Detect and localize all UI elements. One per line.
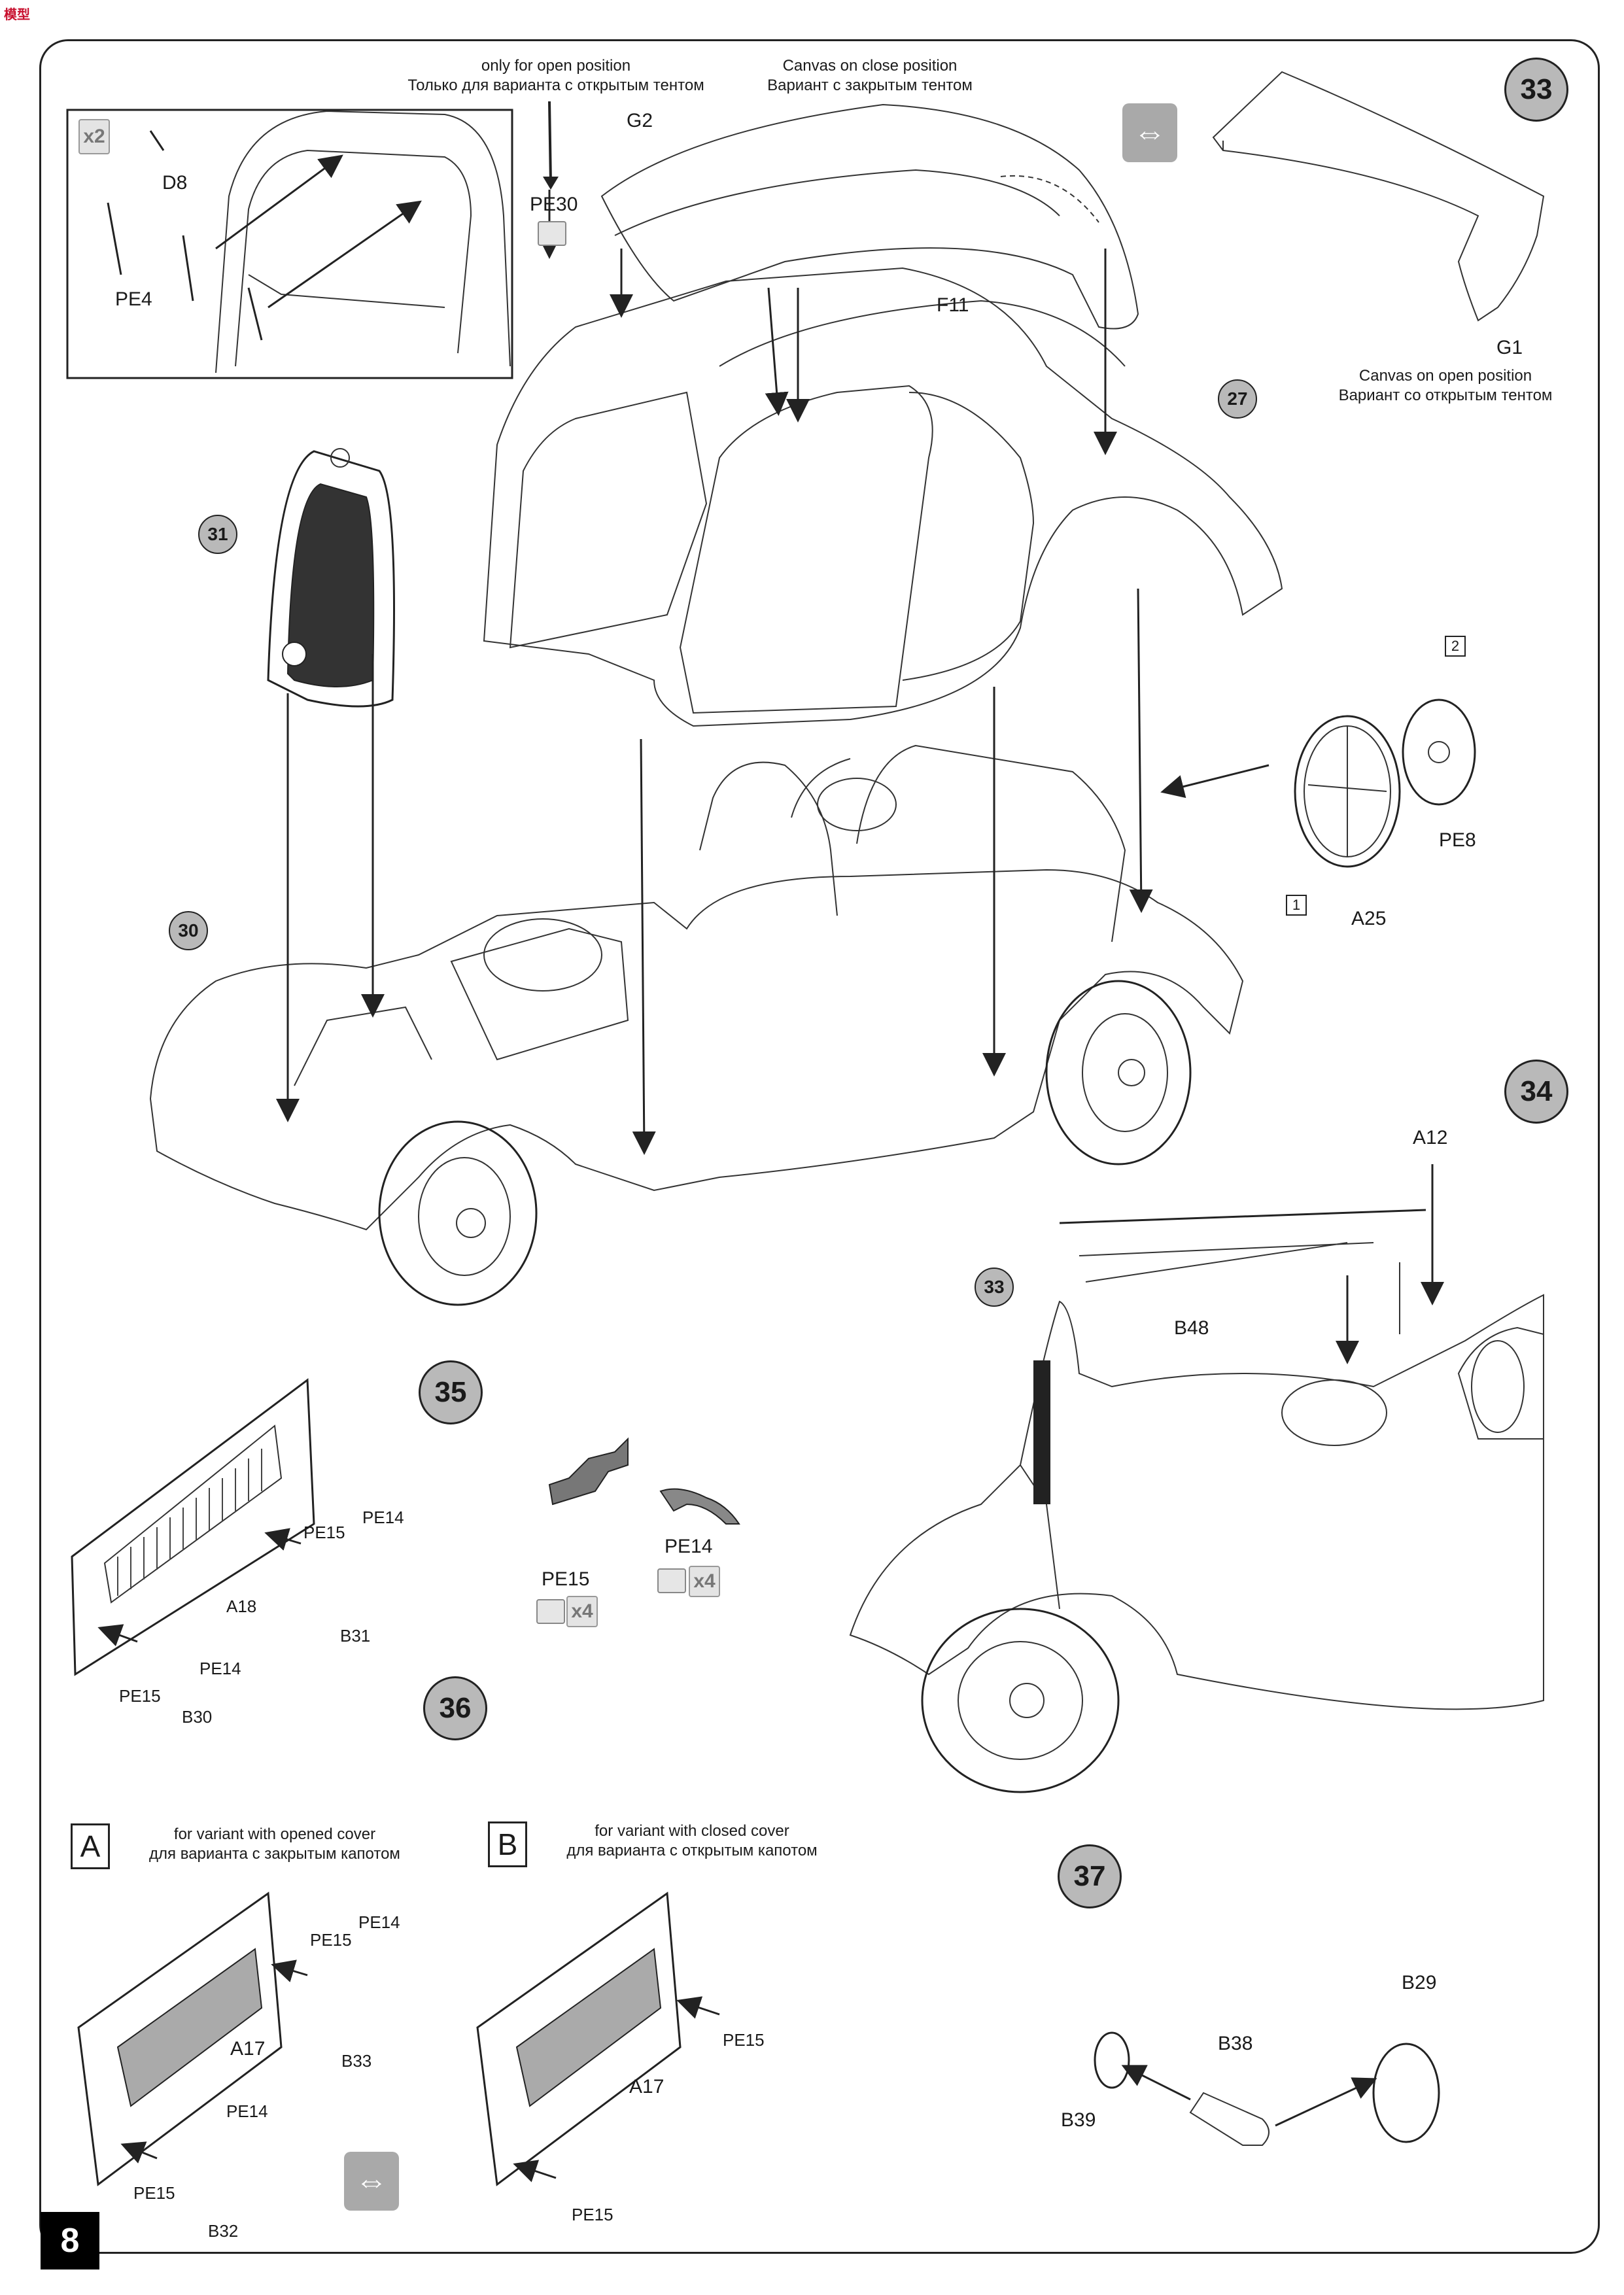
car-body-shell (483, 267, 1283, 727)
part-label: B48 (1174, 1317, 1209, 1339)
step-35-badge: 35 (419, 1360, 483, 1424)
part-label: B30 (182, 1707, 213, 1727)
radiator-grille (267, 448, 395, 708)
page-number: 8 (41, 2212, 99, 2269)
canvas-open-g1 (1212, 71, 1545, 322)
note-open-ru: Только для варианта с открытым тентом (407, 77, 704, 94)
part-label: A17 (230, 2038, 266, 2060)
note-variant-b-ru: для варианта с открытым капотом (566, 1842, 818, 1859)
part-label: A18 (226, 1596, 257, 1616)
photo-etch-icon-pe14 (657, 1568, 686, 1593)
step-33-badge: 33 (1504, 58, 1568, 122)
note-g1-en: Canvas on open position (1358, 367, 1532, 385)
part-label: PE15 (723, 2030, 765, 2050)
part-label: D8 (162, 172, 188, 194)
variant-b-box: B (488, 1821, 527, 1867)
hood-panel-variant-b (476, 1891, 720, 2186)
note-variant-a-en: for variant with opened cover (173, 1825, 376, 1843)
photo-etch-icon-pe15 (536, 1599, 565, 1624)
car-chassis (149, 744, 1244, 1231)
part-label: F11 (937, 294, 969, 316)
step-27-callout: 27 (1218, 379, 1257, 419)
note-open-position: only for open position Только для вариан… (392, 56, 719, 95)
part-label: B38 (1218, 2033, 1253, 2054)
part-label: A17 (629, 2076, 665, 2097)
part-label: PE15 (572, 2205, 613, 2224)
wheel-rear (1045, 980, 1192, 1165)
page-frame (39, 39, 1600, 2254)
note-closed-position: Canvas on close position Вариант с закры… (739, 56, 1001, 95)
note-open-en: only for open position (481, 57, 631, 75)
pe-parts-detail (548, 1437, 740, 1525)
note-canvas-open: Canvas on open position Вариант со откры… (1308, 366, 1583, 406)
part-label: PE15 (133, 2183, 175, 2203)
part-label: PE14 (665, 1536, 713, 1557)
note-closed-en: Canvas on close position (782, 57, 958, 75)
part-label: PE14 (358, 1912, 400, 1932)
multiplier-x4-pe14: x4 (689, 1566, 720, 1597)
step-36-badge: 36 (423, 1676, 487, 1740)
wheel-34 (921, 1608, 1120, 1793)
note-variant-a: for variant with opened cover для вариан… (131, 1825, 419, 1864)
step-33-callout: 33 (975, 1268, 1014, 1307)
note-g1-ru: Вариант со открытым тентом (1338, 387, 1553, 404)
part-label: PE14 (362, 1508, 404, 1527)
part-label: B32 (208, 2221, 239, 2241)
steering-wheel (1160, 699, 1476, 868)
sub-step-2: 2 (1445, 636, 1466, 657)
note-variant-a-ru: для варианта с закрытым капотом (149, 1845, 400, 1863)
alternative-option-icon: ⇔ (1122, 103, 1177, 162)
part-label: PE15 (542, 1568, 590, 1590)
part-label: PE15 (303, 1523, 345, 1542)
part-label: G1 (1496, 337, 1523, 358)
part-label: A25 (1351, 908, 1387, 929)
step-34-badge: 34 (1504, 1060, 1568, 1124)
multiplier-x2: x2 (78, 119, 110, 154)
part-label: B31 (340, 1626, 371, 1646)
car-hood-open (849, 1164, 1544, 1710)
step-37-badge: 37 (1058, 1844, 1122, 1908)
hood-side-panel-a18 (71, 1378, 315, 1676)
sub-step-1: 1 (1286, 895, 1307, 916)
wheel-front (378, 1120, 538, 1306)
part-label: A12 (1413, 1127, 1448, 1148)
photo-etch-icon-pe30 (538, 221, 566, 246)
note-variant-b-en: for variant with closed cover (595, 1822, 789, 1840)
part-label: G2 (627, 110, 653, 131)
alternative-option-icon-bottom: ⇔ (344, 2152, 399, 2211)
variant-a-box: A (71, 1823, 110, 1869)
canvas-top-g2 (600, 103, 1139, 330)
part-label: B33 (341, 2051, 372, 2071)
part-label: PE14 (199, 1659, 241, 1678)
corner-logo: 模型 (4, 8, 30, 22)
note-closed-ru: Вариант с закрытым тентом (767, 77, 973, 94)
wiper-inset (66, 109, 513, 379)
step-31-callout: 31 (198, 515, 237, 554)
part-label: PE30 (530, 194, 578, 215)
guide-lines (276, 190, 1153, 1155)
multiplier-x4-pe15: x4 (566, 1596, 598, 1627)
hood-panel-variant-a (77, 1891, 308, 2186)
part-label: B39 (1061, 2109, 1096, 2131)
step-30-callout: 30 (169, 911, 208, 950)
part-label: PE8 (1439, 829, 1476, 851)
part-label: PE15 (119, 1686, 161, 1706)
note-variant-b: for variant with closed cover для вариан… (548, 1821, 836, 1861)
part-label: PE15 (310, 1930, 352, 1950)
mirror-assembly (1094, 2031, 1440, 2146)
part-label: PE14 (226, 2101, 268, 2121)
part-label: PE4 (115, 288, 152, 310)
part-label: B29 (1402, 1972, 1437, 1993)
